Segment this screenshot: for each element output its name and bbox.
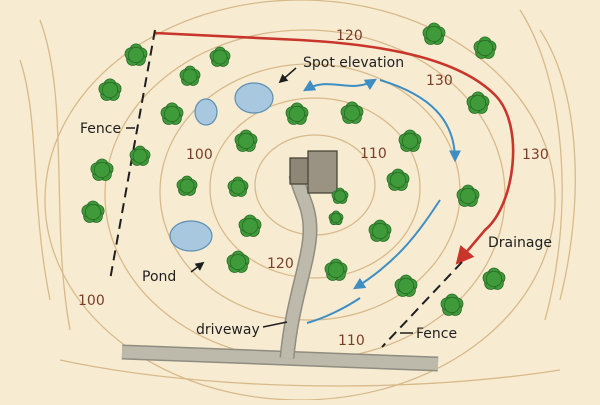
tree-icon (227, 176, 249, 197)
tree-icon (209, 46, 231, 67)
contour-line (39, 19, 71, 331)
tree-icon (98, 78, 122, 101)
elevation-label-right: 130 (522, 147, 549, 163)
house (289, 150, 338, 194)
water-flow-lower (352, 199, 441, 290)
tree-icon (176, 175, 198, 196)
tree-icon (440, 293, 464, 316)
driveway-pointer (262, 321, 288, 328)
tree-icon (466, 91, 490, 114)
tree-icon (285, 102, 309, 125)
elevation-label-left-inner: 100 (186, 147, 213, 163)
tree-icon (456, 184, 480, 207)
water-flow-bottom (306, 297, 361, 324)
contour-line (19, 59, 51, 301)
drainage-label: Drainage (488, 235, 552, 251)
elevation-label-bottom-center: 120 (267, 256, 294, 272)
contour-line (59, 359, 561, 387)
tree-icon (124, 43, 148, 66)
pond-arrow (190, 261, 205, 273)
elevation-label-bottom: 110 (338, 333, 365, 349)
tree-icon (324, 258, 348, 281)
elevation-label-upper-right: 130 (426, 73, 453, 89)
spot-elevation-arrow (278, 67, 297, 84)
driveway-label: driveway (196, 322, 260, 338)
fence-bottom-label: Fence (416, 326, 457, 342)
tree-icon (473, 36, 497, 59)
tree-icon (238, 214, 262, 237)
tree-icon (482, 267, 506, 290)
driveway-fill (281, 173, 317, 359)
spot-elevation-label: Spot elevation (303, 55, 404, 71)
fence-left-label: Fence (80, 121, 121, 137)
fence-left-line (109, 29, 156, 281)
tree-icon (386, 168, 410, 191)
water-flow-top (302, 78, 378, 92)
contour-line (539, 29, 576, 301)
tree-icon (81, 200, 105, 223)
tree-icon (340, 101, 364, 124)
elevation-label-top: 120 (336, 28, 363, 44)
pond (169, 220, 213, 252)
tree-icon (90, 158, 114, 181)
tree-icon (226, 250, 250, 273)
trees (81, 22, 506, 316)
tree-icon (398, 129, 422, 152)
tree-icon (234, 129, 258, 152)
pond (234, 82, 274, 114)
elevation-label-bottom-left: 100 (78, 293, 105, 309)
property-boundary-line (154, 31, 515, 265)
elevation-label-center: 110 (360, 146, 387, 162)
tree-icon (179, 65, 201, 86)
water-flow-right (379, 79, 461, 163)
fence-bottom-line (381, 261, 463, 348)
tree-icon (331, 187, 349, 205)
pond (194, 98, 218, 126)
tree-icon (129, 145, 151, 166)
tree-icon (368, 219, 392, 242)
tree-icon (160, 102, 184, 125)
pond-label: Pond (142, 269, 176, 285)
tree-icon (328, 210, 344, 226)
tree-icon (394, 274, 418, 297)
main-road-fill (121, 346, 439, 370)
tree-icon (422, 22, 446, 45)
contour-line (209, 97, 421, 279)
contour-line (519, 9, 563, 321)
